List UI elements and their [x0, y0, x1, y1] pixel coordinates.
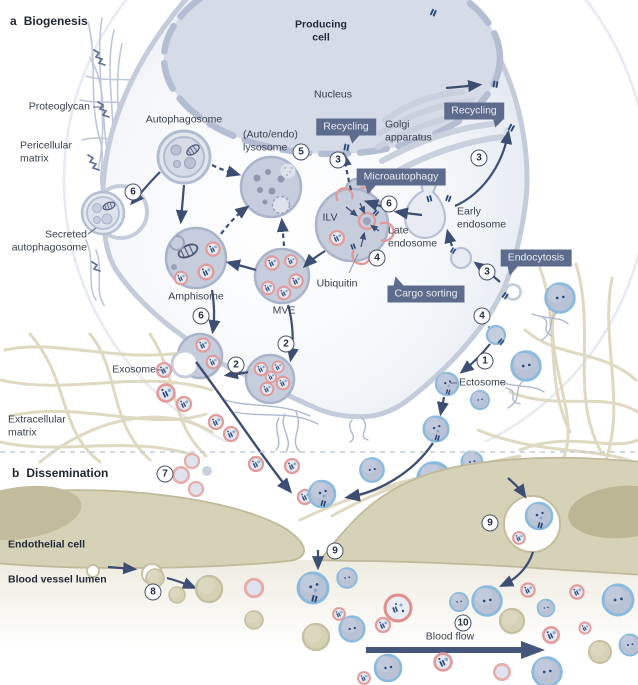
- step-marker-2-mve-fusion: 2: [277, 335, 295, 353]
- label-pericellular-matrix: Pericellular matrix: [20, 139, 72, 164]
- label-auto-endo-lysosome: (Auto/endo) lysosome: [243, 128, 298, 153]
- step-marker-2-exosome-release: 2: [227, 356, 245, 374]
- step-marker-6-microautophagy: 6: [380, 195, 398, 213]
- ectosome-budding-site: [485, 324, 507, 346]
- step-marker-3-recycling-left: 3: [329, 151, 347, 169]
- exosome-release-site: [170, 332, 224, 380]
- label-mve: MVE: [272, 304, 296, 317]
- step-marker-8-endothelial-budding: 8: [144, 583, 162, 601]
- label-producing-cell: Producing cell: [295, 18, 347, 43]
- label-leaders: [87, 106, 457, 384]
- step-marker-10-blood-flow: 10: [454, 614, 472, 632]
- auto-endo-lysosome-organelle: [239, 155, 303, 219]
- step-marker-5-lysosome: 5: [292, 143, 310, 161]
- label-secreted-autophagosome: Secreted autophagosome: [11, 228, 87, 253]
- step-marker-9-transcytosis: 9: [481, 514, 499, 532]
- label-blood-vessel-lumen: Blood vessel lumen: [8, 573, 107, 586]
- step-marker-4-cargo-sorting: 4: [368, 249, 386, 267]
- step-marker-1-ectosome: 1: [476, 352, 494, 370]
- label-amphisome: Amphisome: [168, 290, 224, 303]
- label-early-endosome: Early endosome: [457, 205, 507, 230]
- endothelial-cell-left: [0, 485, 305, 585]
- mve-organelle: [253, 247, 311, 305]
- extracellular-matrix-fibers: [0, 262, 638, 532]
- callout-recycling-right: Recycling: [444, 102, 504, 128]
- label-ubiquitin: Ubiquitin: [316, 277, 358, 290]
- panel-b-letter: b: [12, 466, 20, 480]
- label-endothelial-cell: Endothelial cell: [8, 538, 86, 551]
- blood-flow-arrow: [366, 641, 545, 659]
- step-marker-7-matrix: 7: [156, 465, 174, 483]
- label-blood-flow: Blood flow: [425, 630, 475, 643]
- retraction-fibers: [224, 311, 569, 453]
- label-extracellular-matrix: Extracellular matrix: [8, 413, 66, 438]
- callout-microautophagy: Microautophagy: [356, 168, 446, 195]
- step-marker-3-recycling-right: 3: [470, 149, 488, 167]
- label-late-endosome: Late endosome: [388, 224, 438, 249]
- endocytosis-pit: [501, 283, 522, 301]
- proteoglycan-chains: [87, 49, 110, 272]
- step-marker-3-endocytosis: 3: [478, 263, 496, 281]
- endothelial-cell-right: [318, 456, 638, 576]
- panel-a-letter: a: [10, 14, 17, 28]
- label-ectosome: Ectosome: [459, 376, 506, 389]
- free-exosomes: [157, 363, 312, 504]
- label-proteoglycan: Proteoglycan: [28, 100, 90, 113]
- label-golgi-apparatus: Golgi apparatus: [385, 118, 432, 143]
- callout-recycling-left: Recycling: [316, 118, 376, 144]
- callout-endocytosis: Endocytosis: [500, 249, 572, 276]
- step-marker-6-secretion: 6: [124, 183, 142, 201]
- amphisome-organelle: [164, 226, 228, 290]
- label-exosome: Exosome: [112, 363, 156, 376]
- endocytic-vesicle: [449, 246, 473, 270]
- step-marker-4-budding: 4: [473, 307, 491, 325]
- label-autophagosome: Autophagosome: [145, 113, 223, 126]
- early-endosome-organelle: [403, 176, 452, 240]
- step-marker-9-paracellular: 9: [326, 542, 344, 560]
- autophagosome-organelle: [156, 129, 212, 185]
- dissemination-arrows: [107, 477, 535, 589]
- label-nucleus: Nucleus: [314, 88, 352, 101]
- label-ilv: ILV: [322, 211, 338, 224]
- cell-halo: [62, 0, 638, 442]
- callout-cargo-sorting: Cargo sorting: [387, 276, 465, 303]
- mve-fusing-with-membrane: [244, 353, 296, 405]
- step-marker-6-amphisome: 6: [192, 307, 210, 325]
